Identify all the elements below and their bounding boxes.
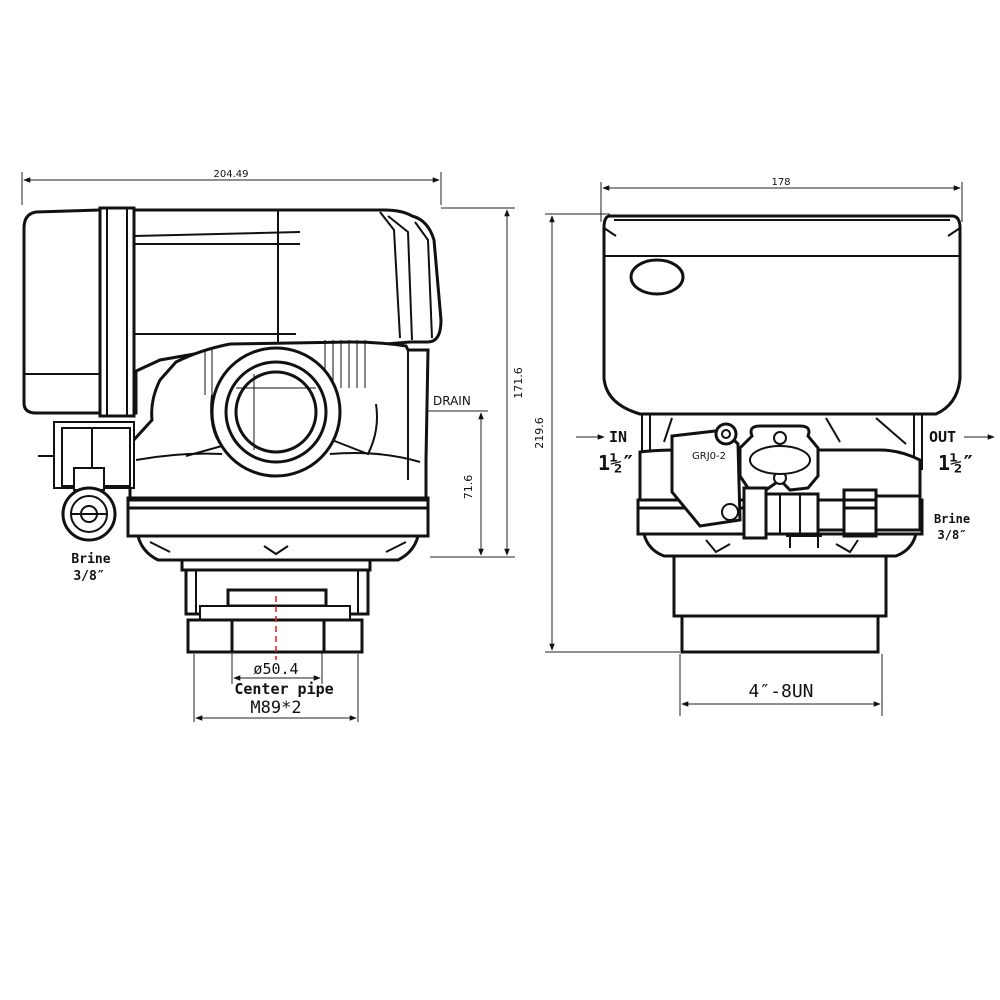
front-brine-size: 3/8″ <box>73 569 104 584</box>
front-height-dimension: 171.6 <box>430 207 525 558</box>
display-window <box>629 258 685 296</box>
side-threaded-neck <box>672 554 888 654</box>
front-controller-head <box>22 206 443 418</box>
side-brine-marker: Brine 3/8″ <box>934 512 970 542</box>
side-width-label: 178 <box>771 177 790 188</box>
side-brine-label: Brine <box>934 512 970 526</box>
inlet-label: IN <box>609 428 627 446</box>
side-brine-size: 3/8″ <box>938 528 967 542</box>
front-brine-label: Brine <box>71 552 110 567</box>
injector-part-label: GRJ0-2 <box>692 451 726 462</box>
center-pipe-diameter: ø50.4 <box>253 660 298 678</box>
inlet-size: 1½″ <box>598 451 634 475</box>
front-view: 204.49 171.6 71.6 DRAIN <box>21 169 525 722</box>
front-valve-body <box>128 340 430 502</box>
drain-label: DRAIN <box>433 394 471 408</box>
outlet-size: 1½″ <box>938 451 974 475</box>
m89-thread-label: M89*2 <box>250 698 301 718</box>
center-pipe-label: Center pipe <box>234 680 333 698</box>
front-ribbed-ring <box>126 496 430 562</box>
side-thread-dimension: 4″-8UN <box>679 654 883 716</box>
side-width-dimension: 178 <box>600 177 963 222</box>
outlet-marker: OUT 1½″ <box>929 428 995 475</box>
m89-thread-dimension: M89*2 <box>193 654 359 722</box>
front-brine-fitting: Brine 3/8″ <box>38 421 135 584</box>
outlet-label: OUT <box>929 428 956 446</box>
front-width-dimension: 204.49 <box>21 169 442 205</box>
front-threaded-neck <box>180 558 372 660</box>
front-height-label: 171.6 <box>512 367 525 399</box>
side-thread-label: 4″-8UN <box>748 681 813 702</box>
inlet-marker: IN 1½″ <box>576 428 634 475</box>
injector-assembly: GRJ0-2 <box>670 422 922 548</box>
drain-height-label: 71.6 <box>462 475 475 500</box>
side-height-dimension: 219.6 <box>533 213 680 653</box>
center-pipe-dimension: ø50.4 Center pipe <box>231 652 334 698</box>
side-controller-head <box>602 214 962 470</box>
side-height-label: 219.6 <box>533 417 546 449</box>
front-width-label: 204.49 <box>214 169 249 180</box>
side-view: 178 219.6 <box>533 177 995 716</box>
